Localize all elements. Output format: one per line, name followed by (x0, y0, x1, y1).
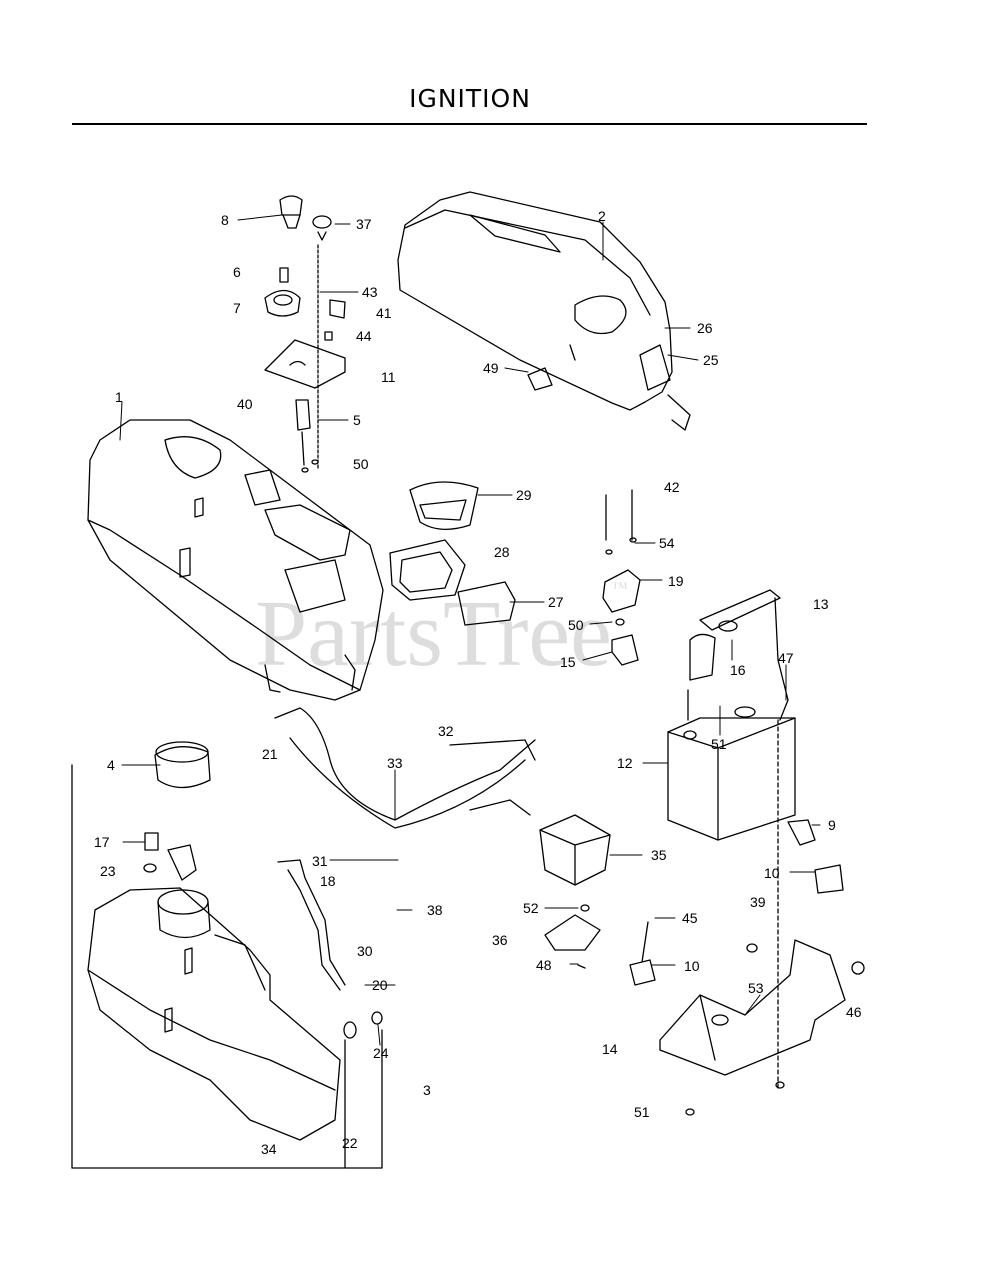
battery-connector-parts (629, 819, 844, 986)
callout-30: 30 (357, 943, 373, 959)
callout-40: 40 (237, 396, 253, 412)
small-bracket-part (527, 367, 553, 391)
callout-22: 22 (342, 1135, 358, 1151)
callout-45: 45 (682, 910, 698, 926)
callout-32: 32 (438, 723, 454, 739)
callout-29: 29 (516, 487, 532, 503)
callout-6: 6 (233, 264, 241, 280)
callout-52-b: 52 (523, 900, 539, 916)
callout-23: 23 (100, 863, 116, 879)
callout-20: 20 (372, 977, 388, 993)
callout-21: 21 (262, 746, 278, 762)
callout-53: 53 (748, 980, 764, 996)
callout-11: 11 (381, 369, 396, 385)
fuel-tank-assembly (71, 741, 383, 1169)
callout-34: 34 (261, 1141, 277, 1157)
ignition-module-part (539, 814, 611, 886)
callout-15: 15 (560, 654, 576, 670)
callout-52-a: 51 (711, 736, 727, 752)
relay-switch-assembly (602, 489, 641, 666)
watermark-text: PartsTree (255, 582, 612, 686)
callout-14: 14 (602, 1041, 618, 1057)
callout-51-b: 51 (634, 1104, 650, 1120)
callout-28: 28 (494, 544, 510, 560)
callout-16: 16 (730, 662, 746, 678)
hood-body-part (87, 419, 384, 701)
callout-37: 37 (356, 216, 372, 232)
callout-46: 46 (846, 1004, 862, 1020)
trim-bezel-parts (389, 481, 516, 626)
watermark-logo: PartsTree™ (255, 580, 628, 688)
callout-17: 17 (94, 834, 110, 850)
callout-33: 33 (387, 755, 403, 771)
callout-3: 3 (423, 1082, 431, 1098)
callout-12: 12 (617, 755, 633, 771)
callout-13: 13 (813, 596, 829, 612)
wiring-harness-part (274, 707, 536, 829)
callout-10-a: 10 (764, 865, 780, 881)
callout-24: 24 (373, 1045, 389, 1061)
fuel-line-part (277, 859, 346, 991)
callout-4: 4 (107, 757, 115, 773)
callout-43: 43 (362, 284, 378, 300)
callout-27: 27 (548, 594, 564, 610)
callout-1: 1 (115, 389, 123, 405)
callout-25: 25 (703, 352, 719, 368)
callout-54: 54 (659, 535, 675, 551)
callout-9: 9 (828, 817, 836, 833)
callout-18: 18 (320, 873, 336, 889)
callout-8: 8 (221, 212, 229, 228)
callout-35: 35 (651, 847, 667, 863)
callout-26: 26 (697, 320, 713, 336)
callout-42: 42 (664, 479, 680, 495)
callout-39: 39 (750, 894, 766, 910)
callout-50: 50 (353, 456, 369, 472)
leader-lines (119, 214, 821, 1046)
callout-7: 7 (233, 300, 241, 316)
callout-31: 31 (312, 853, 328, 869)
callout-47: 47 (778, 650, 794, 666)
battery-assembly (667, 589, 796, 1091)
watermark-trademark: ™ (611, 580, 628, 597)
callout-38: 38 (427, 902, 443, 918)
bracket-part (544, 904, 601, 969)
callout-5: 5 (353, 412, 361, 428)
callout-10-b: 10 (684, 958, 700, 974)
callout-19: 19 (668, 573, 684, 589)
rear-cover-part (397, 191, 691, 431)
callout-36: 36 (492, 932, 508, 948)
ignition-switch-assembly (264, 195, 346, 473)
callout-48: 48 (536, 957, 552, 973)
callout-49: 49 (483, 360, 499, 376)
callout-41: 41 (376, 305, 392, 321)
callout-51-a: 50 (568, 617, 584, 633)
page-title: IGNITION (409, 84, 531, 113)
battery-tray-part (659, 939, 865, 1116)
callout-44: 44 (356, 328, 372, 344)
callout-2: 2 (598, 208, 606, 224)
title-rule (72, 123, 867, 125)
